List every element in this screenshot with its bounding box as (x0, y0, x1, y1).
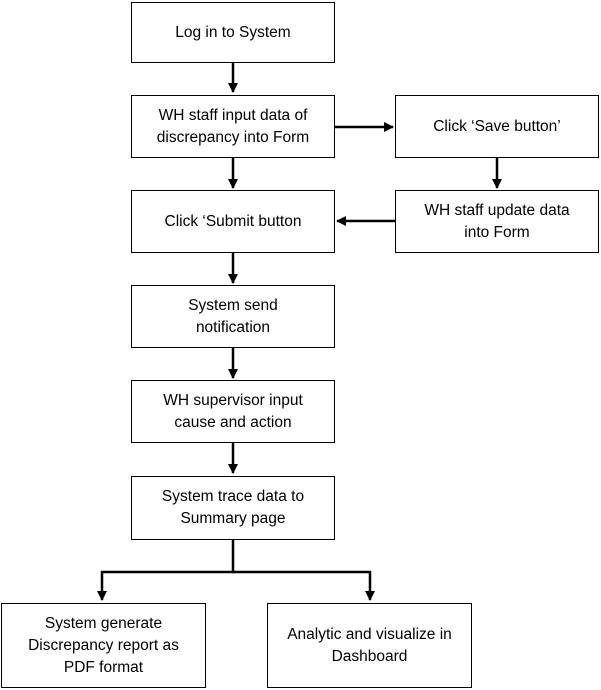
node-analytic-dashboard: Analytic and visualize in Dashboard (267, 603, 472, 688)
node-click-submit-button: Click ‘Submit button (131, 190, 335, 253)
arrow-trace-to-report (97, 540, 235, 601)
arrow-trace-to-dashboard (233, 570, 375, 601)
node-log-in-to-system: Log in to System (131, 2, 335, 63)
node-system-generate-report: System generate Discrepancy report as PD… (1, 603, 206, 688)
node-wh-supervisor-input: WH supervisor input cause and action (131, 380, 335, 443)
node-system-trace-data: System trace data to Summary page (131, 476, 335, 540)
node-system-send-notification: System send notification (131, 285, 335, 348)
node-wh-staff-update-data: WH staff update data into Form (395, 190, 599, 253)
node-wh-staff-input-data: WH staff input data of discrepancy into … (131, 95, 335, 158)
node-click-save-button: Click ‘Save button’ (395, 95, 599, 158)
